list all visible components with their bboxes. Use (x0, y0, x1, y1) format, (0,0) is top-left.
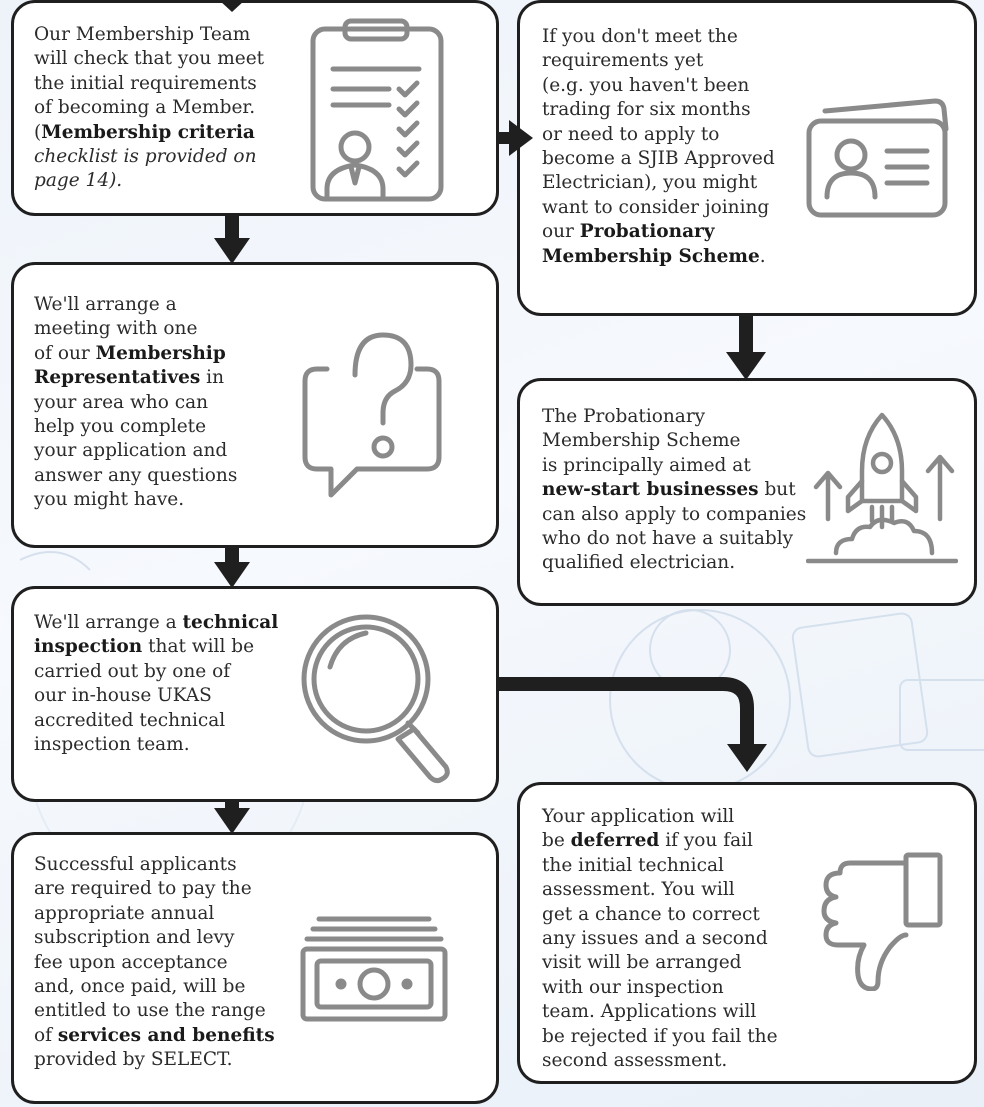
banknotes-icon (299, 913, 449, 1023)
thumbs-down-icon (812, 851, 952, 991)
step-initial-check: Our Membership Team will check that you … (11, 0, 499, 216)
step-text: Successful applicants are required to pa… (34, 854, 275, 1071)
step-text: The Probationary Membership Scheme is pr… (542, 406, 807, 574)
checklist-icon (307, 17, 447, 207)
magnifier-icon (296, 607, 456, 787)
id-card-icon (803, 93, 953, 223)
step-inspection: We'll arrange a technical inspection tha… (11, 586, 499, 802)
question-bubble-icon (297, 323, 457, 503)
step-probationary-scheme: The Probationary Membership Scheme is pr… (517, 378, 977, 606)
step-successful-applicants: Successful applicants are required to pa… (11, 832, 499, 1104)
step-text: If you don't meet the requirements yet (… (542, 26, 775, 267)
step-meeting: We'll arrange a meeting with one of our … (11, 262, 499, 548)
step-text: We'll arrange a technical inspection tha… (34, 612, 279, 756)
step-text: Our Membership Team will check that you … (34, 24, 265, 192)
step-text: Your application will be deferred if you… (542, 806, 778, 1072)
step-application-deferred: Your application will be deferred if you… (517, 782, 977, 1084)
step-requirements-not-met: If you don't meet the requirements yet (… (517, 0, 977, 316)
step-text: We'll arrange a meeting with one of our … (34, 294, 238, 511)
rocket-launch-icon (806, 411, 958, 571)
